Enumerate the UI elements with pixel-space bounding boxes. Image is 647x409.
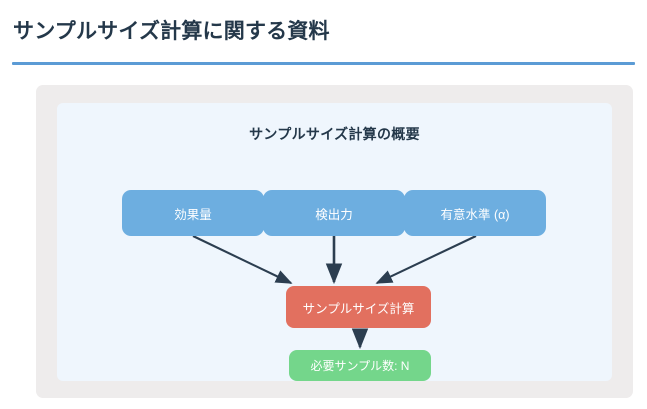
diagram-arrows (192, 235, 477, 350)
diagram-node-alpha-label: 有意水準 (α) (440, 207, 510, 222)
diagram-node-power-label: 検出力 (315, 207, 353, 222)
diagram-node-calculation-label: サンプルサイズ計算 (302, 301, 415, 316)
arrow-effect-size-to-calculation (192, 235, 293, 284)
diagram-card: サンプルサイズ計算の概要 効果量 検出力 (36, 85, 633, 398)
arrow-alpha-to-calculation (375, 235, 477, 284)
title-divider (12, 62, 635, 65)
diagram-node-calculation[interactable]: サンプルサイズ計算 (286, 286, 431, 328)
diagram-node-result[interactable]: 必要サンプル数: N (289, 350, 431, 381)
diagram-node-effect-size[interactable]: 効果量 (122, 190, 264, 236)
diagram-heading: サンプルサイズ計算の概要 (249, 126, 420, 142)
page-title: サンプルサイズ計算に関する資料 (13, 20, 330, 43)
diagram-node-power[interactable]: 検出力 (263, 190, 405, 236)
page-header: サンプルサイズ計算に関する資料 (0, 0, 647, 70)
diagram-node-result-label: 必要サンプル数: N (310, 359, 410, 373)
diagram-panel: サンプルサイズ計算の概要 効果量 検出力 (57, 103, 612, 381)
diagram-node-effect-size-label: 効果量 (174, 207, 212, 222)
diagram-node-alpha[interactable]: 有意水準 (α) (404, 190, 546, 236)
